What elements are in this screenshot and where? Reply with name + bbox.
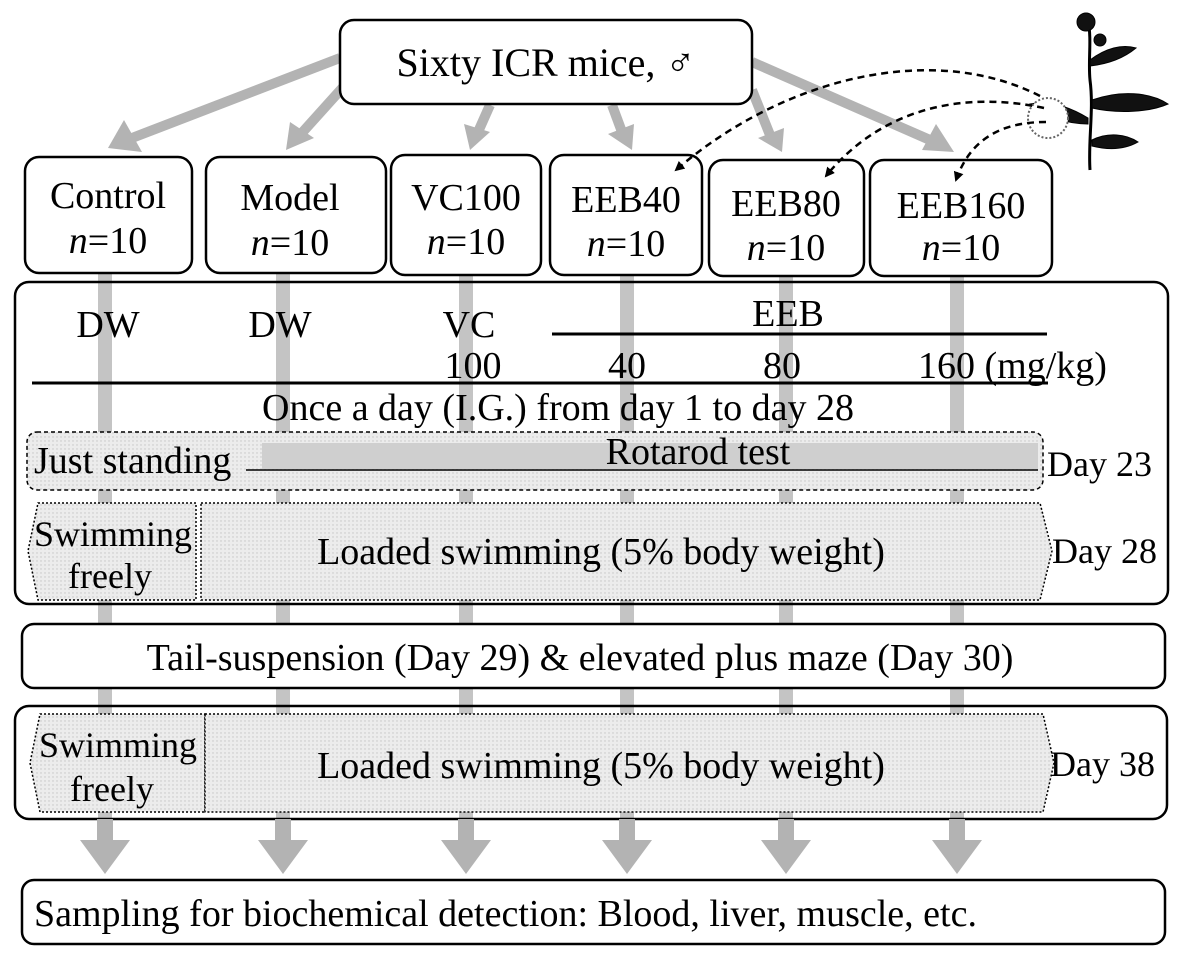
sampling-label: Sampling for biochemical detection: Bloo…	[34, 893, 977, 935]
group-name-model: Model	[240, 177, 339, 219]
rotarod-standing: Just standing	[34, 440, 231, 482]
rotarod-test: Rotarod test	[606, 431, 791, 473]
treatment-model: DW	[248, 304, 311, 346]
dashed-arrows	[674, 69, 1047, 182]
group-n-eeb40: n=10	[587, 223, 665, 265]
dashed-arrow-eeb160	[953, 120, 1047, 182]
swim-1-loaded: Loaded swimming (5% body weight)	[317, 531, 885, 573]
fan-arrow-model	[296, 81, 349, 139]
group-box-vc100: VC100 n=10	[389, 153, 543, 277]
plant-flower-top	[1076, 12, 1096, 32]
treatment-panel: DW DW VC 100 EEB 40 80 160 (mg/kg) Once …	[13, 280, 1170, 606]
swim-1-loaded-box	[200, 502, 1053, 601]
group-box-eeb80: EEB80 n=10	[707, 158, 866, 278]
dashed-arrow-eeb80	[824, 100, 1045, 178]
fan-arrow-eeb40	[607, 103, 627, 134]
rotarod-day: Day 23	[1047, 444, 1152, 484]
group-n-model: n=10	[251, 222, 329, 264]
fan-arrowhead-vc100	[464, 124, 490, 150]
swim-2-panel: Swimming freely Loaded swimming (5% body…	[13, 704, 1169, 821]
down-arrow-control	[80, 819, 130, 874]
dashed-arrow-eeb40	[674, 69, 1041, 172]
group-n-vc100: n=10	[427, 221, 505, 263]
swim-1-free-box	[27, 502, 197, 601]
group-n-eeb160: n=10	[922, 227, 1000, 269]
fan-arrow-vc100	[473, 102, 495, 135]
fan-arrowhead-eeb40	[608, 124, 634, 150]
plant-illustration	[1027, 12, 1170, 171]
down-arrow-eeb160	[932, 819, 982, 874]
behavior-label: Tail-suspension (Day 29) & elevated plus…	[147, 637, 1014, 679]
fan-arrows	[108, 53, 954, 152]
down-arrows	[80, 819, 982, 874]
sampling-box: Sampling for biochemical detection: Bloo…	[20, 878, 1167, 946]
group-box-eeb160: EEB160 n=10	[868, 158, 1054, 278]
treatment-eeb-dose-3: 160 (mg/kg)	[918, 345, 1107, 387]
group-name-eeb160: EEB160	[897, 185, 1026, 227]
source-box: Sixty ICR mice, ♂	[338, 18, 754, 106]
plant-leaf-right	[1091, 93, 1170, 112]
swim-2-free-line1: Swimming	[39, 725, 197, 765]
swim-2-day: Day 38	[1050, 744, 1155, 784]
swim-2-free-box	[29, 713, 206, 813]
plant-seed-head	[1027, 97, 1069, 139]
down-arrow-vc100	[441, 819, 491, 874]
swim-1-free-line1: Swimming	[34, 514, 192, 554]
treatment-vc: VC	[443, 304, 496, 346]
group-name-vc100: VC100	[411, 177, 521, 219]
treatment-eeb-dose-2: 80	[763, 345, 801, 387]
group-box-model: Model n=10	[204, 155, 388, 275]
fan-arrow-eeb160	[749, 57, 933, 145]
fan-arrowhead-eeb80	[758, 128, 784, 152]
group-n-control: n=10	[69, 220, 147, 262]
plant-leaf-upper	[1089, 46, 1138, 67]
swim-1-day: Day 28	[1052, 531, 1157, 571]
group-name-control: Control	[50, 175, 166, 217]
group-box-eeb40: EEB40 n=10	[548, 153, 704, 277]
fan-arrow-control	[130, 53, 342, 143]
swim-2-loaded-box	[204, 713, 1055, 813]
plant-stem	[1086, 19, 1093, 171]
group-n-eeb80: n=10	[747, 227, 825, 269]
fan-arrowhead-control	[108, 120, 142, 152]
group-name-eeb80: EEB80	[731, 183, 841, 225]
group-name-eeb40: EEB40	[571, 179, 681, 221]
treatment-eeb-dose-1: 40	[608, 345, 646, 387]
fan-arrowhead-model	[286, 122, 314, 150]
group-box-control: Control n=10	[23, 155, 194, 275]
rotarod-bar	[262, 443, 1038, 469]
treatment-control: DW	[76, 304, 139, 346]
treatment-vc-dose: 100	[445, 345, 502, 387]
plant-flower-mid	[1093, 33, 1107, 47]
down-arrow-eeb40	[602, 819, 652, 874]
plant-leaf-lower	[1091, 134, 1139, 150]
down-arrow-eeb80	[761, 819, 811, 874]
fan-arrowhead-eeb160	[922, 124, 954, 152]
treatment-eeb: EEB	[752, 293, 824, 335]
swim-2-free-line2: freely	[70, 769, 154, 809]
swim-1-free-line2: freely	[68, 556, 152, 596]
treatment-schedule: Once a day (I.G.) from day 1 to day 28	[262, 387, 854, 429]
swim-2-loaded: Loaded swimming (5% body weight)	[317, 745, 885, 787]
down-arrow-model	[258, 819, 308, 874]
source-label: Sixty ICR mice, ♂	[397, 40, 696, 85]
behavior-box: Tail-suspension (Day 29) & elevated plus…	[20, 622, 1167, 690]
